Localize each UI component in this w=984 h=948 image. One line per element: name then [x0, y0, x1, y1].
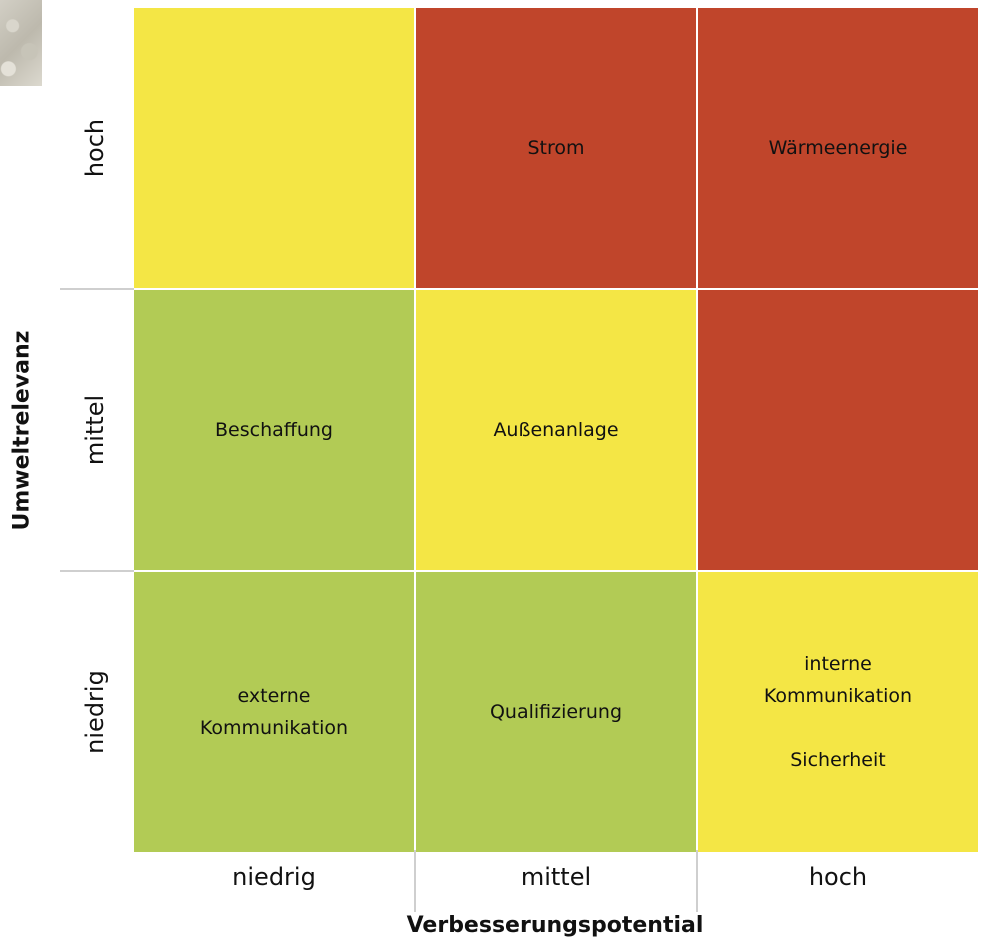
- cell-mittel-hoch: [698, 290, 978, 570]
- cell-label: Wärmeenergie: [768, 137, 908, 159]
- cell-label: Außenanlage: [493, 419, 619, 441]
- cell-label: interne Kommunikation Sicherheit: [763, 653, 913, 771]
- cell-label: Qualifizierung: [489, 701, 623, 723]
- cell-label: Strom: [527, 137, 585, 159]
- cell-niedrig-niedrig: externe Kommunikation: [134, 572, 414, 852]
- cell-niedrig-hoch: interne Kommunikation Sicherheit: [698, 572, 978, 852]
- cell-hoch-niedrig: [134, 8, 414, 288]
- cell-mittel-niedrig: Beschaffung: [134, 290, 414, 570]
- cell-hoch-hoch: Wärmeenergie: [698, 8, 978, 288]
- col-label-hoch: hoch: [808, 863, 868, 891]
- row-label-hoch: hoch: [81, 118, 109, 178]
- col-label-niedrig: niedrig: [232, 863, 316, 891]
- cell-hoch-mittel: Strom: [416, 8, 696, 288]
- row-label-mittel: mittel: [81, 394, 109, 466]
- corner-texture-image: [0, 0, 42, 86]
- cell-niedrig-mittel: Qualifizierung: [416, 572, 696, 852]
- x-axis-title: Verbesserungspotential: [406, 912, 704, 938]
- row-divider: [60, 288, 134, 290]
- y-axis-title: Umweltrelevanz: [9, 330, 35, 530]
- row-label-niedrig: niedrig: [81, 670, 109, 754]
- cell-mittel-mittel: Außenanlage: [416, 290, 696, 570]
- col-divider: [696, 850, 698, 912]
- row-divider: [60, 570, 134, 572]
- col-label-mittel: mittel: [520, 863, 592, 891]
- col-divider: [414, 850, 416, 912]
- cell-label: externe Kommunikation: [199, 685, 349, 739]
- cell-label: Beschaffung: [215, 419, 333, 441]
- matrix-grid: Strom Wärmeenergie Beschaffung Außenanla…: [134, 8, 978, 852]
